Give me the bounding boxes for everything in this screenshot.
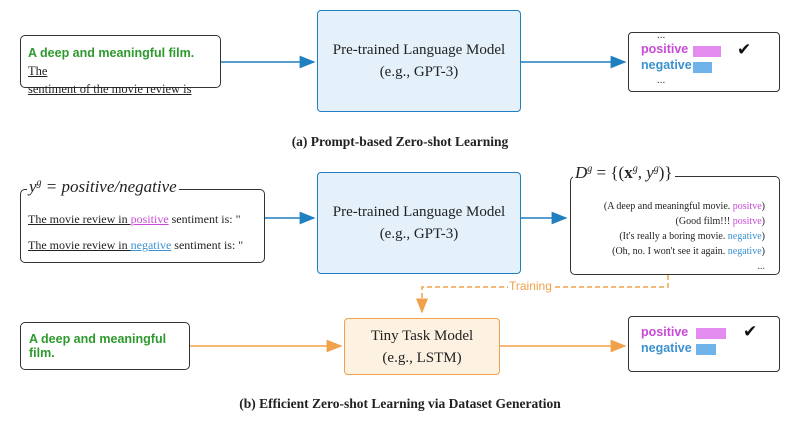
b-label-y: y (29, 177, 37, 196)
b-template-2-pre: The movie review in (28, 238, 131, 252)
b-template-box: The movie review in positive sentiment i… (20, 189, 265, 263)
b-input-box: A deep and meaningful film. (20, 322, 190, 370)
dataset-dots: ... (757, 261, 766, 272)
b-template-1-post: sentiment is: " (168, 212, 241, 226)
a-negative-bar (693, 62, 712, 73)
a-output-dots-bottom: ... (657, 74, 666, 86)
b-template-1-word: positive (130, 212, 169, 226)
b-output-positive-label: positive (641, 325, 689, 339)
b-positive-bar (696, 328, 726, 339)
b-dataset-box: (A deep and meaningful movie. positve) (… (570, 176, 780, 275)
b-template-2: The movie review in negative sentiment i… (28, 238, 243, 253)
b-template-2-word: negative (130, 238, 172, 252)
a-check-icon: ✔ (737, 40, 752, 60)
dataset-row: (It's really a boring movie. negative) (619, 231, 765, 242)
a-language-model-box: Pre-trained Language Model (e.g., GPT-3) (317, 10, 521, 112)
b-dataset-formula: Dg = {(xg, yg)} (573, 163, 675, 183)
b-dataset-rows: (A deep and meaningful movie. positve) (… (604, 199, 765, 274)
a-positive-bar (693, 46, 721, 57)
b-model-name: Pre-trained Language Model (332, 204, 506, 220)
b-model-example: (e.g., GPT-3) (379, 226, 459, 242)
b-template-2-post: sentiment is: " (171, 238, 244, 252)
b-template-1-pre: The movie review in (28, 212, 131, 226)
dataset-row: (A deep and meaningful movie. positve) (603, 201, 765, 212)
b-check-icon: ✔ (743, 322, 758, 342)
b-negative-bar (696, 344, 716, 355)
a-input-prompt-end: sentiment of the movie review is (28, 82, 192, 96)
b-label-formula: yg = positive/negative (27, 177, 179, 197)
b-input-text: A deep and meaningful film. (29, 332, 167, 360)
a-output-negative-label: negative (641, 58, 692, 72)
a-caption: (a) Prompt-based Zero-shot Learning (291, 134, 509, 149)
a-model-name: Pre-trained Language Model (332, 42, 506, 58)
b-template-1: The movie review in positive sentiment i… (28, 212, 241, 227)
a-input-box: A deep and meaningful film. The sentimen… (20, 35, 221, 96)
b-output-box: positive ✔ negative (628, 316, 780, 372)
a-output-box: ... positive ✔ negative ... (628, 29, 780, 92)
b-tiny-model-name: Tiny Task Model (370, 327, 474, 344)
b-output-negative-label: negative (641, 341, 692, 355)
dataset-row: (Good film!!! positve) (675, 216, 765, 227)
b-label-sup: g (36, 177, 42, 189)
training-label: Training (508, 279, 553, 293)
a-input-highlight: A deep and meaningful film. (28, 46, 195, 60)
b-caption: (b) Efficient Zero-shot Learning via Dat… (239, 396, 561, 411)
a-output-dots-top: ... (657, 29, 666, 41)
a-model-example: (e.g., GPT-3) (379, 64, 459, 80)
dataset-row: (Oh, no. I won't see it again. negative) (612, 246, 765, 257)
b-tiny-model-example: (e.g., LSTM) (382, 349, 462, 366)
b-label-rest: = positive/negative (41, 177, 177, 196)
a-output-positive-label: positive (641, 42, 689, 56)
b-tiny-model-box: Tiny Task Model (e.g., LSTM) (344, 318, 500, 375)
b-language-model-box: Pre-trained Language Model (e.g., GPT-3) (317, 172, 521, 274)
a-input-prompt-start: The (28, 64, 48, 78)
